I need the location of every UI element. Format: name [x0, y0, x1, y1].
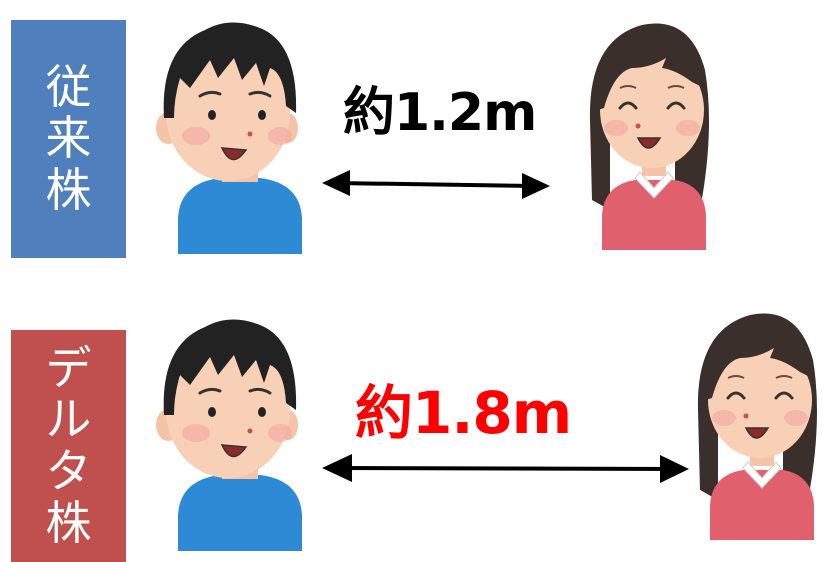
- woman-icon: [696, 311, 819, 542]
- woman-icon: [588, 21, 711, 252]
- label-char: タ: [45, 444, 92, 498]
- label-char: 株: [45, 162, 92, 217]
- double-arrow-short: [322, 170, 550, 199]
- distance-label-conventional: 約1.2m: [343, 83, 537, 143]
- label-conventional-strain: 従 来 株: [11, 20, 126, 258]
- distance-label-delta: 約1.8m: [355, 379, 572, 447]
- boy-icon: [154, 20, 304, 256]
- label-char: 株: [45, 495, 92, 550]
- label-char: 従: [45, 59, 92, 114]
- double-arrow-long: [322, 454, 689, 483]
- label-char: デ: [45, 340, 92, 395]
- label-char: 来: [45, 111, 92, 166]
- label-delta-strain: デ ル タ 株: [11, 330, 126, 562]
- label-char: ル: [45, 392, 92, 447]
- boy-icon: [154, 317, 304, 553]
